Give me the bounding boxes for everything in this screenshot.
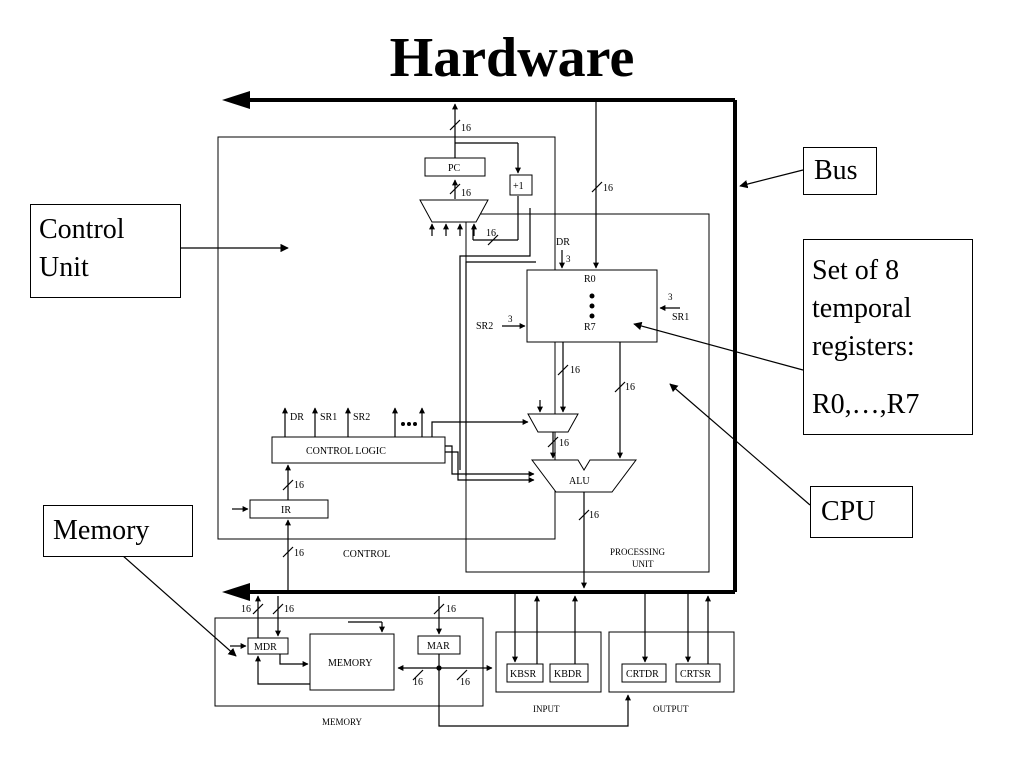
- incrementer-label: +1: [513, 181, 524, 192]
- mdr-label: MDR: [254, 642, 277, 653]
- processing-region: [465, 213, 710, 573]
- memory-region-label: MEMORY: [322, 717, 363, 727]
- pc-mux: [419, 199, 489, 223]
- crtdr-register: [621, 663, 667, 683]
- bus-to-registers: [591, 100, 603, 269]
- cpu-callout-text: CPU: [821, 496, 876, 527]
- memory-array: [309, 633, 395, 691]
- alu-label: ALU: [569, 476, 590, 487]
- mux-to-alu: [547, 432, 559, 459]
- bus-register-width: 16: [603, 183, 613, 194]
- incrementer-block: [509, 174, 533, 196]
- output-region-label: OUTPUT: [653, 704, 689, 714]
- register-sr1-select: SR1: [672, 312, 689, 323]
- control-region-label: CONTROL: [343, 549, 390, 560]
- mdr-in-width: 16: [284, 604, 294, 615]
- input-region: [495, 631, 602, 693]
- control-logic-label: CONTROL LOGIC: [306, 446, 386, 457]
- pc-datapath: [449, 103, 521, 246]
- bus-callout: Bus: [803, 147, 877, 195]
- sr2-out-width: 16: [570, 365, 580, 376]
- control-region: [217, 136, 556, 540]
- processing-region-label-2: UNIT: [632, 559, 654, 569]
- control-unit-callout: Control Unit: [30, 204, 181, 298]
- mdr-register: [247, 637, 289, 655]
- kbdr-label: KBDR: [554, 669, 582, 680]
- registers-callout: Set of 8 temporal registers: R0,…,R7: [803, 239, 973, 435]
- addr-width-2: 16: [460, 677, 470, 688]
- control-logic-outputs: [282, 407, 425, 437]
- memory-array-label: MEMORY: [328, 658, 372, 669]
- alu: [531, 459, 637, 493]
- control-logic-block: [271, 436, 446, 464]
- bus-callout-text: Bus: [814, 155, 858, 186]
- alu-bus-width: 16: [589, 510, 599, 521]
- ctrl-dr-signal: DR: [290, 412, 304, 423]
- ir-label: IR: [281, 505, 291, 516]
- control-unit-callout-line1: Control: [39, 214, 125, 245]
- memory-region: [214, 617, 484, 707]
- registers-callout-line3: registers:: [812, 331, 915, 362]
- ir-register: [249, 499, 329, 519]
- alu-input-mux: [527, 413, 579, 433]
- register-r7: R7: [584, 322, 596, 333]
- sr1-select-width: 3: [668, 292, 673, 302]
- alu-to-bus: [578, 492, 590, 589]
- addr-width-1: 16: [413, 677, 423, 688]
- memory-callout: Memory: [43, 505, 193, 557]
- registers-callout-line2: temporal: [812, 293, 912, 324]
- input-datapaths: [512, 594, 578, 664]
- kbsr-label: KBSR: [510, 669, 536, 680]
- control-unit-callout-line2: Unit: [39, 252, 89, 283]
- bus-ir-width: 16: [294, 548, 304, 559]
- ctrl-sr1-signal: SR1: [320, 412, 337, 423]
- control-to-pc: [459, 208, 536, 476]
- crtsr-register: [675, 663, 721, 683]
- pc-mux-width: 16: [461, 188, 471, 199]
- kbsr-register: [506, 663, 544, 683]
- crtsr-label: CRTSR: [680, 669, 711, 680]
- input-region-label: INPUT: [533, 704, 560, 714]
- control-to-processing: [431, 419, 535, 483]
- pc-bus-width: 16: [461, 123, 471, 134]
- sr1-out-width: 16: [625, 382, 635, 393]
- output-region: [608, 631, 735, 693]
- mdr-out-width: 16: [241, 604, 251, 615]
- pc-mux-inputs: [429, 223, 477, 236]
- bus-to-ir: [282, 519, 294, 592]
- crtdr-label: CRTDR: [626, 669, 659, 680]
- output-datapaths: [642, 594, 711, 664]
- mar-in-width: 16: [446, 604, 456, 615]
- registers-callout-line5: R0,…,R7: [812, 389, 920, 420]
- pc-loop-width: 16: [486, 228, 496, 239]
- mar-label: MAR: [427, 641, 450, 652]
- register-outputs: [557, 342, 626, 459]
- ir-to-control: [282, 464, 294, 500]
- pc-register: [424, 157, 486, 177]
- register-r0: R0: [584, 274, 596, 285]
- kbdr-register: [549, 663, 589, 683]
- register-dr-select: DR: [556, 237, 570, 248]
- mux-alu-width: 16: [559, 438, 569, 449]
- ir-control-width: 16: [294, 480, 304, 491]
- memory-datapaths: [230, 595, 631, 727]
- system-bus: [222, 91, 737, 601]
- processing-region-label: PROCESSING: [610, 547, 666, 557]
- registers-callout-spacer: [812, 366, 964, 386]
- callout-pointers: [121, 169, 811, 657]
- cpu-callout: CPU: [810, 486, 913, 538]
- dr-select-width: 3: [566, 254, 571, 264]
- register-sr2-select: SR2: [476, 321, 493, 332]
- ctrl-sr2-signal: SR2: [353, 412, 370, 423]
- slide-title: Hardware: [389, 27, 635, 89]
- memory-callout-text: Memory: [53, 515, 150, 546]
- pc-label: PC: [448, 163, 461, 174]
- sr2-select-width: 3: [508, 314, 513, 324]
- registers-callout-line1: Set of 8: [812, 255, 900, 286]
